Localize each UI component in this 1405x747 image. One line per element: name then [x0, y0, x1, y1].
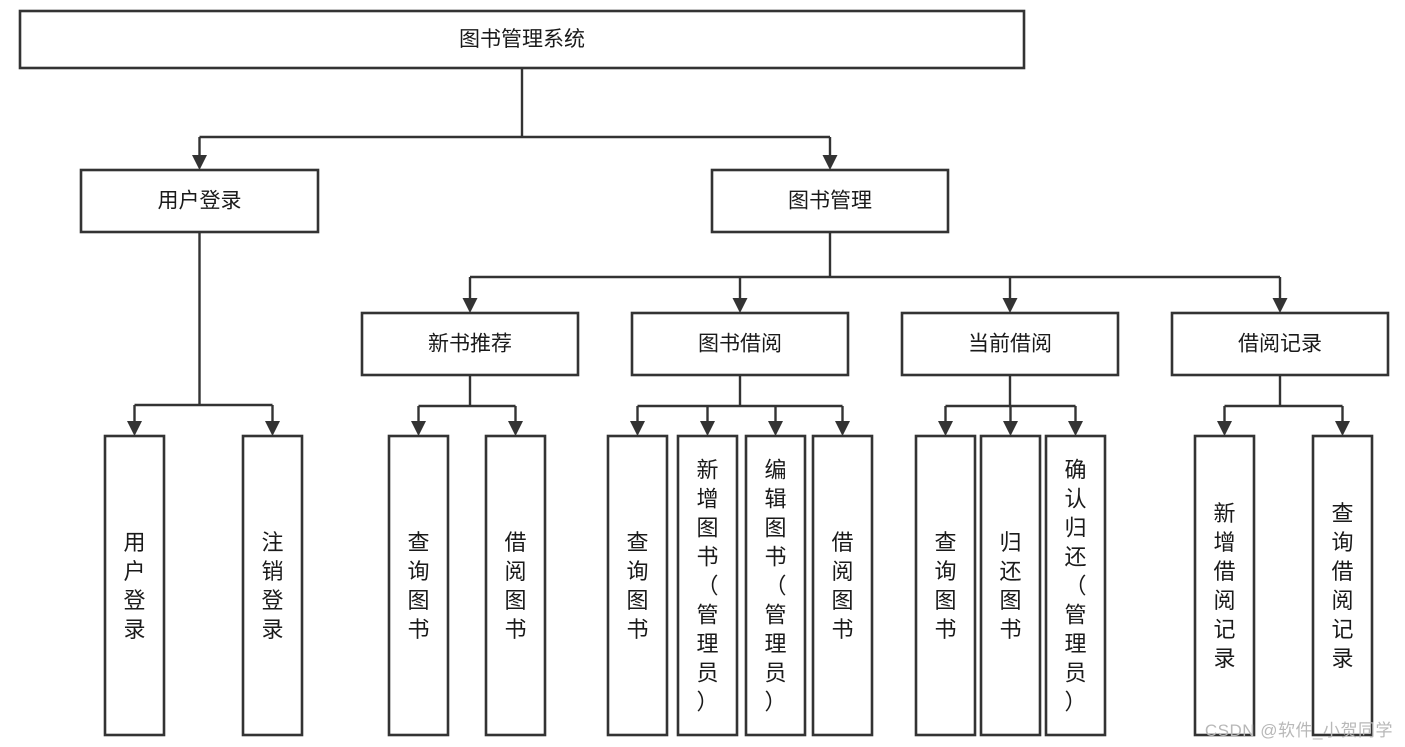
- arrow-head-icon: [938, 421, 953, 436]
- node-leaf-user-login-box: [103, 434, 166, 737]
- node-book-borrow[interactable]: 图书借阅: [630, 311, 850, 377]
- arrow-head-icon: [630, 421, 645, 436]
- connector-layer: [127, 68, 1350, 436]
- node-leaf-logout-box: [241, 434, 304, 737]
- node-leaf-query-book-current[interactable]: 查询图书: [914, 434, 977, 737]
- node-leaf-query-book-current-label: 查询图书: [934, 530, 956, 642]
- node-new-book-recommend-label: 新书推荐: [428, 333, 512, 356]
- arrow-head-icon: [411, 421, 426, 436]
- node-leaf-logout-label: 注销登录: [261, 530, 283, 642]
- node-book-borrow-box: [630, 311, 850, 377]
- node-leaf-borrow-book-recommend[interactable]: 借阅图书: [484, 434, 547, 737]
- arrow-head-icon: [462, 298, 478, 313]
- arrow-head-icon: [1217, 421, 1232, 436]
- node-leaf-query-borrow-record-label: 查询借阅记录: [1331, 501, 1353, 671]
- arrow-head-icon: [835, 421, 850, 436]
- node-book-management-label: 图书管理: [788, 190, 872, 213]
- node-leaf-user-login-label: 用户登录: [123, 530, 145, 642]
- node-leaf-edit-book-admin-box: [744, 434, 807, 737]
- node-leaf-query-book-recommend-label: 查询图书: [407, 530, 429, 642]
- node-leaf-add-borrow-record[interactable]: 新增借阅记录: [1193, 434, 1256, 737]
- node-leaf-borrow-book-box: [811, 434, 874, 737]
- node-leaf-logout[interactable]: 注销登录: [241, 434, 304, 737]
- arrow-head-icon: [768, 421, 783, 436]
- node-book-borrow-label: 图书借阅: [698, 333, 782, 356]
- arrow-head-icon: [508, 421, 523, 436]
- node-user-login[interactable]: 用户登录: [79, 168, 320, 234]
- node-leaf-return-book-box: [979, 434, 1042, 737]
- node-leaf-borrow-book-recommend-label: 借阅图书: [504, 530, 526, 642]
- node-leaf-query-book-borrow-label: 查询图书: [626, 530, 648, 642]
- node-root[interactable]: 图书管理系统: [18, 9, 1026, 70]
- node-leaf-query-book-borrow-box: [606, 434, 669, 737]
- node-current-borrow[interactable]: 当前借阅: [900, 311, 1120, 377]
- node-user-login-label: 用户登录: [158, 190, 242, 213]
- node-leaf-add-book-admin[interactable]: 新增图书（管理员）: [676, 434, 739, 737]
- arrow-head-icon: [1335, 421, 1350, 436]
- node-borrow-record[interactable]: 借阅记录: [1170, 311, 1390, 377]
- node-leaf-confirm-return-admin-label: 确认归还（管理员）: [1064, 458, 1086, 715]
- node-leaf-query-book-recommend[interactable]: 查询图书: [387, 434, 450, 737]
- node-leaf-user-login[interactable]: 用户登录: [103, 434, 166, 737]
- node-new-book-recommend[interactable]: 新书推荐: [360, 311, 580, 377]
- node-leaf-edit-book-admin[interactable]: 编辑图书（管理员）: [744, 434, 807, 737]
- node-leaf-add-borrow-record-label: 新增借阅记录: [1213, 501, 1235, 671]
- node-layer: 图书管理系统用户登录图书管理新书推荐图书借阅当前借阅借阅记录用户登录注销登录查询…: [18, 9, 1390, 737]
- node-leaf-query-borrow-record-box: [1311, 434, 1374, 737]
- watermark-text: CSDN @软件_小贺同学: [1204, 721, 1393, 740]
- arrow-head-icon: [192, 155, 207, 170]
- node-leaf-add-book-admin-box: [676, 434, 739, 737]
- node-leaf-edit-book-admin-label: 编辑图书（管理员）: [764, 458, 786, 715]
- node-leaf-add-book-admin-label: 新增图书（管理员）: [696, 458, 718, 715]
- node-leaf-borrow-book-label: 借阅图书: [831, 530, 853, 642]
- node-leaf-add-borrow-record-box: [1193, 434, 1256, 737]
- arrow-head-icon: [732, 298, 748, 313]
- node-leaf-return-book[interactable]: 归还图书: [979, 434, 1042, 737]
- node-user-login-box: [79, 168, 320, 234]
- node-borrow-record-box: [1170, 311, 1390, 377]
- node-leaf-confirm-return-admin[interactable]: 确认归还（管理员）: [1044, 434, 1107, 737]
- node-borrow-record-label: 借阅记录: [1238, 333, 1322, 356]
- node-leaf-query-book-current-box: [914, 434, 977, 737]
- node-leaf-borrow-book-recommend-box: [484, 434, 547, 737]
- arrow-head-icon: [1272, 298, 1288, 313]
- arrow-head-icon: [127, 421, 142, 436]
- arrow-head-icon: [822, 155, 838, 170]
- node-root-box: [18, 9, 1026, 70]
- node-leaf-confirm-return-admin-box: [1044, 434, 1107, 737]
- arrow-head-icon: [1002, 298, 1018, 313]
- node-leaf-query-borrow-record[interactable]: 查询借阅记录: [1311, 434, 1374, 737]
- arrow-head-icon: [700, 421, 715, 436]
- arrow-head-icon: [265, 421, 280, 436]
- node-current-borrow-box: [900, 311, 1120, 377]
- node-leaf-return-book-label: 归还图书: [999, 530, 1021, 642]
- node-new-book-recommend-box: [360, 311, 580, 377]
- node-leaf-borrow-book[interactable]: 借阅图书: [811, 434, 874, 737]
- node-current-borrow-label: 当前借阅: [968, 333, 1052, 356]
- arrow-head-icon: [1003, 421, 1018, 436]
- node-root-label: 图书管理系统: [459, 28, 585, 51]
- node-leaf-query-book-borrow[interactable]: 查询图书: [606, 434, 669, 737]
- node-book-management-box: [710, 168, 950, 234]
- node-book-management[interactable]: 图书管理: [710, 168, 950, 234]
- arrow-head-icon: [1068, 421, 1083, 436]
- node-leaf-query-book-recommend-box: [387, 434, 450, 737]
